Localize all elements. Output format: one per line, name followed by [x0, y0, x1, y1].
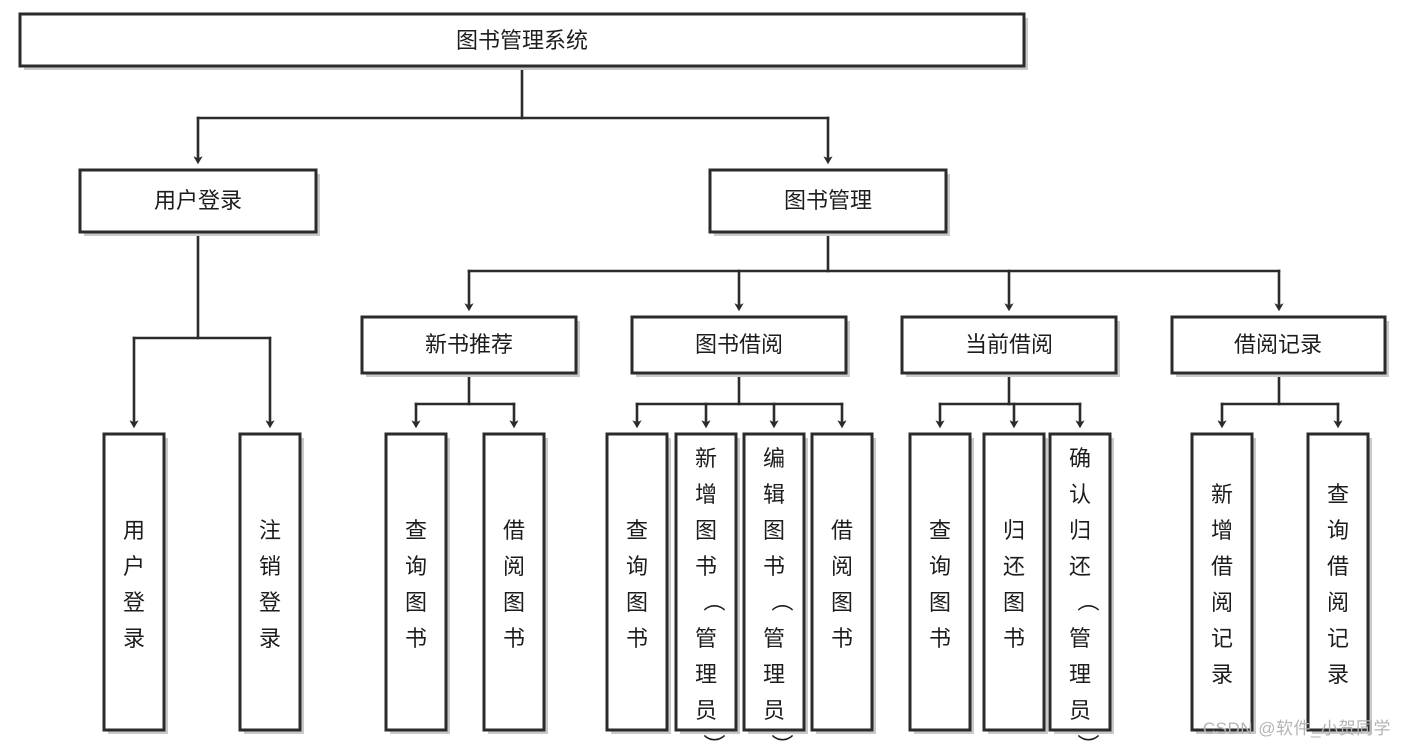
svg-text:（: （ [701, 590, 726, 612]
node-leaf-borrow-book-1-box[interactable] [482, 432, 546, 732]
node-leaf-query-book-1-box[interactable] [384, 432, 448, 732]
node-borrow-record-label: 借阅记录 [1234, 332, 1322, 357]
node-leaf-confirm-return-label: 确认归还管理员 [1069, 446, 1091, 723]
node-new-book-recommend-label: 新书推荐 [425, 332, 513, 357]
node-leaf-return-book[interactable]: 归还图书 [982, 432, 1048, 734]
svg-text:（: （ [769, 590, 794, 612]
node-borrow-record-box[interactable] [1170, 315, 1387, 375]
node-root-label: 图书管理系统 [456, 28, 588, 53]
node-leaf-borrow-book-1-label: 借阅图书 [503, 518, 525, 651]
node-book-borrow-label: 图书借阅 [695, 332, 783, 357]
node-leaf-confirm-return-box[interactable] [1048, 432, 1112, 732]
node-leaf-add-record-box[interactable] [1190, 432, 1254, 732]
node-leaf-user-login[interactable]: 用户登录 [102, 432, 168, 734]
node-leaf-user-login-box[interactable] [102, 432, 166, 732]
node-leaf-add-record-label: 新增借阅记录 [1211, 482, 1233, 687]
node-leaf-return-book-box[interactable] [982, 432, 1046, 732]
node-leaf-add-book[interactable]: 新增图书管理员 （ ） [674, 432, 740, 747]
node-leaf-user-login-label: 用户登录 [123, 518, 145, 651]
node-current-borrow-box[interactable] [900, 315, 1118, 375]
node-leaf-edit-book[interactable]: 编辑图书管理员 （ ） [742, 432, 808, 747]
node-root-box[interactable] [18, 12, 1026, 68]
node-book-manage[interactable]: 图书管理 [708, 168, 950, 236]
node-leaf-user-logout-label: 注销登录 [259, 518, 281, 651]
svg-text:）: ） [701, 734, 726, 747]
node-leaf-borrow-book-1[interactable]: 借阅图书 [482, 432, 548, 734]
node-user-login-label: 用户登录 [154, 188, 242, 213]
node-leaf-confirm-return[interactable]: 确认归还管理员 （ ） [1048, 432, 1114, 747]
node-leaf-return-book-label: 归还图书 [1003, 518, 1025, 651]
node-leaf-user-logout[interactable]: 注销登录 [238, 432, 304, 734]
node-leaf-query-book-3-box[interactable] [908, 432, 972, 732]
node-leaf-query-record-box[interactable] [1306, 432, 1370, 732]
node-current-borrow[interactable]: 当前借阅 [900, 315, 1120, 377]
node-leaf-query-book-2[interactable]: 查询图书 [605, 432, 671, 734]
node-leaf-edit-book-box[interactable] [742, 432, 806, 732]
node-leaf-query-record[interactable]: 查询借阅记录 [1306, 432, 1372, 734]
node-book-manage-box[interactable] [708, 168, 948, 234]
node-current-borrow-label: 当前借阅 [965, 332, 1053, 357]
node-book-manage-label: 图书管理 [784, 188, 872, 213]
node-leaf-add-record[interactable]: 新增借阅记录 [1190, 432, 1256, 734]
node-book-borrow[interactable]: 图书借阅 [630, 315, 850, 377]
node-root[interactable]: 图书管理系统 [18, 12, 1028, 70]
node-leaf-borrow-book-2-box[interactable] [810, 432, 874, 732]
node-leaf-query-book-3-label: 查询图书 [929, 518, 951, 651]
node-leaf-query-book-1[interactable]: 查询图书 [384, 432, 450, 734]
node-book-borrow-box[interactable] [630, 315, 848, 375]
node-leaf-query-book-1-label: 查询图书 [405, 518, 427, 651]
svg-text:）: ） [769, 734, 794, 747]
node-leaf-query-book-2-box[interactable] [605, 432, 669, 732]
node-leaf-add-book-box[interactable] [674, 432, 738, 732]
edge-layer [129, 64, 1343, 429]
node-borrow-record[interactable]: 借阅记录 [1170, 315, 1389, 377]
node-new-book-recommend[interactable]: 新书推荐 [360, 315, 580, 377]
node-leaf-borrow-book-2-label: 借阅图书 [831, 518, 853, 651]
node-user-login-box[interactable] [78, 168, 318, 234]
svg-text:（: （ [1075, 590, 1100, 612]
node-leaf-add-book-label: 新增图书管理员 [695, 446, 717, 723]
node-leaf-query-book-3[interactable]: 查询图书 [908, 432, 974, 734]
svg-text:）: ） [1075, 734, 1100, 747]
node-leaf-query-book-2-label: 查询图书 [626, 518, 648, 651]
node-leaf-query-record-label: 查询借阅记录 [1327, 482, 1349, 687]
node-user-login[interactable]: 用户登录 [78, 168, 320, 236]
node-leaf-borrow-book-2[interactable]: 借阅图书 [810, 432, 876, 734]
node-new-book-recommend-box[interactable] [360, 315, 578, 375]
csdn-watermark: CSDN @软件_小贺同学 [1202, 719, 1391, 738]
node-leaf-user-logout-box[interactable] [238, 432, 302, 732]
node-leaf-edit-book-label: 编辑图书管理员 [763, 446, 785, 723]
